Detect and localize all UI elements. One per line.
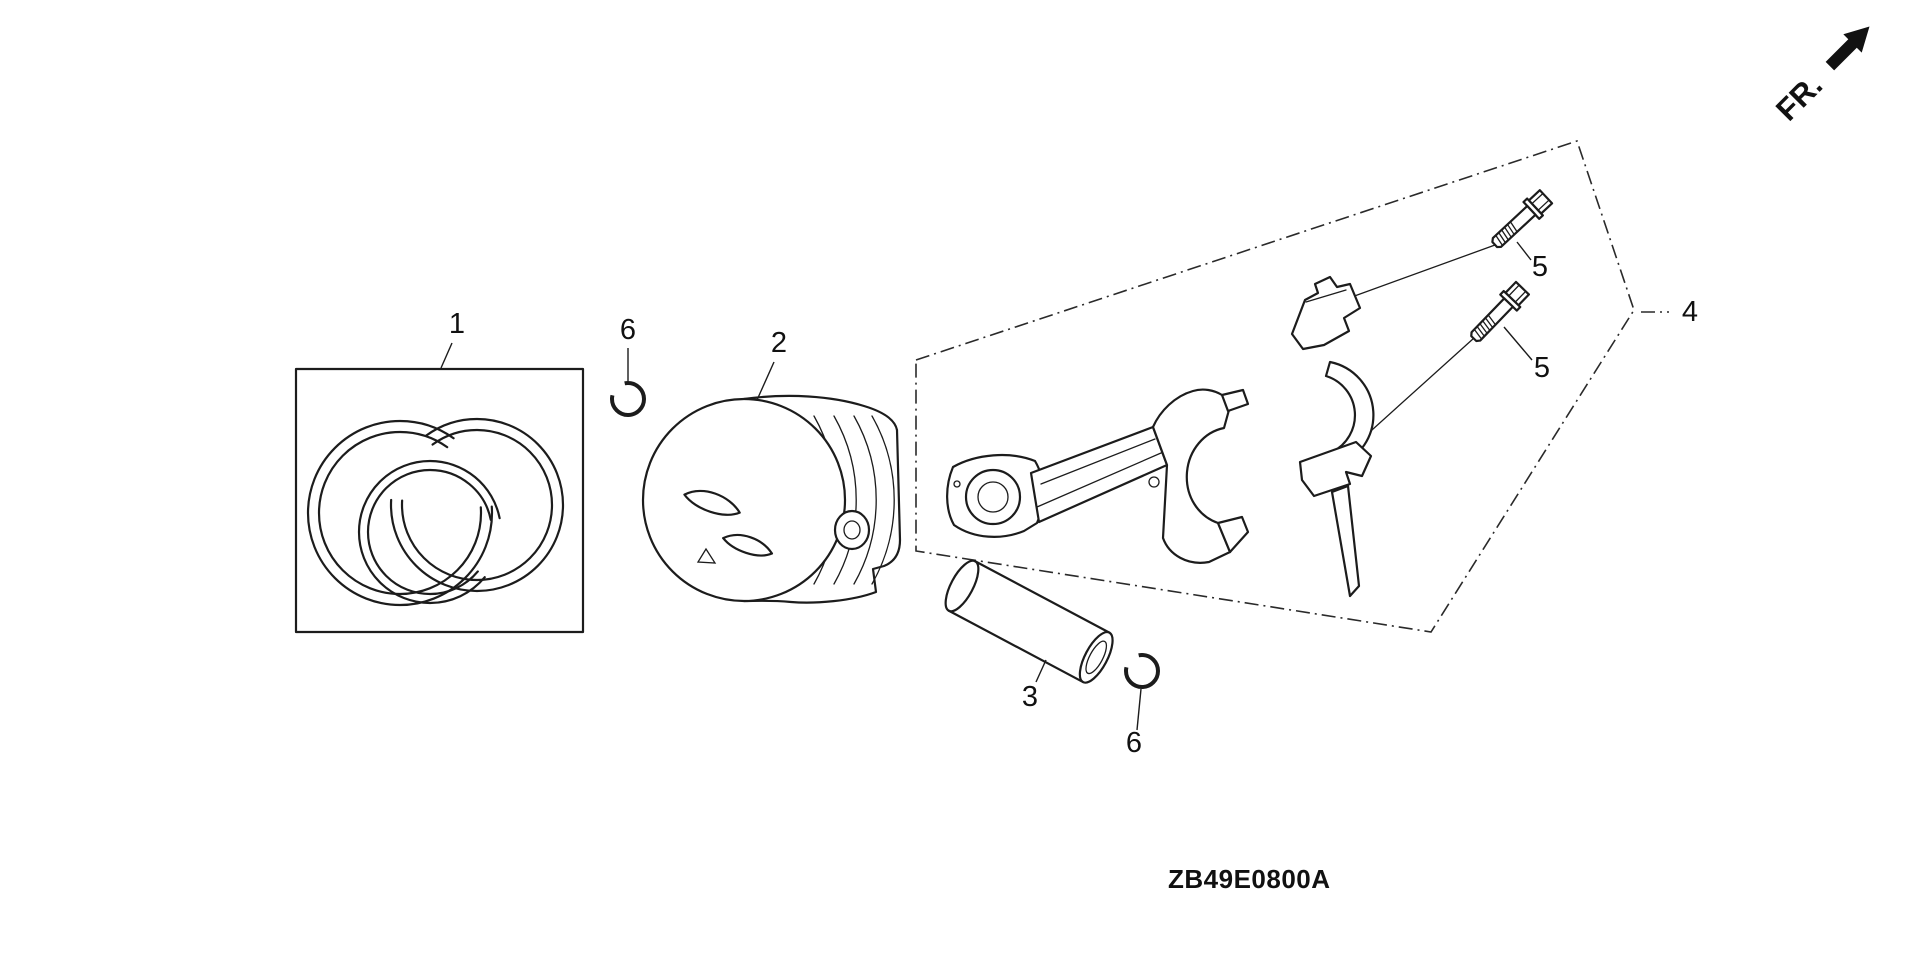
- ring-top-inner: [317, 430, 483, 596]
- fr-direction-marker: FR.: [1769, 26, 1870, 128]
- bolt-axis-lines: [1315, 244, 1496, 449]
- callout-5-lower: 5: [1503, 326, 1550, 384]
- rod-small-end-bushing: [977, 481, 1009, 513]
- rod-bolt-pad-upper: [1220, 388, 1250, 413]
- cap-boss-detail: [1305, 289, 1347, 303]
- ring-top-outer: [306, 419, 494, 607]
- piston-ring-set-group: [294, 367, 585, 634]
- callout-1-label: 1: [449, 308, 465, 340]
- callout-6-upper-label: 6: [620, 314, 636, 346]
- rod-small-end-bore: [964, 468, 1022, 526]
- callout-5-upper-label: 5: [1532, 251, 1548, 283]
- piston-pin-near-end: [1078, 631, 1114, 684]
- circlip-lower: [1124, 653, 1160, 689]
- valve-relief-left: [683, 489, 741, 516]
- piston-ring-groove: [871, 415, 895, 585]
- piston-pin-boss: [833, 509, 871, 551]
- callout-5-upper-leader: [1516, 241, 1532, 261]
- assembly-boundary: [915, 139, 1669, 633]
- cap-bolt-boss-lower: [1298, 440, 1373, 498]
- piston-group: [641, 394, 902, 604]
- callout-5-lower-label: 5: [1534, 352, 1550, 384]
- piston-pin-group: [944, 559, 1114, 684]
- rod-oil-hole: [953, 480, 961, 488]
- valve-relief-right: [722, 533, 774, 557]
- callout-3-label: 3: [1022, 681, 1038, 713]
- oil-dipper-blade: [1330, 484, 1361, 598]
- callout-1: 1: [440, 308, 465, 369]
- cap-bolt-boss-upper: [1290, 275, 1362, 351]
- piston-ring-groove: [853, 415, 877, 585]
- callout-2-label: 2: [771, 327, 787, 359]
- piston-pin-sides: [947, 560, 1111, 684]
- circlip-upper: [610, 381, 646, 417]
- circlip-upper-group: [610, 381, 646, 417]
- piston-pin-boss-hole: [843, 520, 861, 540]
- piston-pin-bore: [1085, 640, 1108, 675]
- callout-5-upper: 5: [1516, 241, 1548, 283]
- diagram-code: ZB49E0800A: [1168, 864, 1331, 894]
- callout-6-upper: 6: [620, 314, 636, 381]
- fr-arrow-icon: [1825, 26, 1870, 71]
- callout-1-leader: [440, 342, 453, 369]
- callout-4-label: 4: [1682, 296, 1698, 328]
- ring-oil-inner: [366, 468, 494, 596]
- callout-6-lower-label: 6: [1126, 727, 1142, 759]
- callout-6-lower: 6: [1126, 688, 1142, 759]
- rod-big-end: [1151, 388, 1234, 564]
- rod-cap-group: [1290, 275, 1375, 598]
- callout-2-leader: [756, 361, 775, 401]
- rod-bolt-pad-lower: [1216, 515, 1250, 554]
- piston-crown-face: [641, 397, 847, 603]
- callout-3: 3: [1022, 659, 1047, 713]
- rod-beam-hole: [1148, 476, 1160, 488]
- rod-beam-rib: [1036, 438, 1162, 508]
- callout-4: 4: [1682, 296, 1698, 328]
- ring-second-inner: [400, 428, 554, 582]
- fr-label: FR.: [1769, 68, 1829, 128]
- callout-3-leader: [1035, 659, 1047, 683]
- ring-second-outer: [389, 417, 565, 593]
- callout-2: 2: [756, 327, 787, 401]
- callout-5-lower-leader: [1503, 326, 1533, 361]
- rod-bolt-upper: [1485, 187, 1555, 255]
- piston-arrow-mark: [696, 547, 717, 564]
- rod-bolt-lower: [1464, 279, 1532, 348]
- connecting-rod-group: [946, 388, 1250, 564]
- ring-set-box: [294, 367, 585, 634]
- ring-oil-outer: [357, 459, 503, 605]
- assembly-boundary-outline: [915, 139, 1635, 633]
- piston-pin-body-fill: [948, 561, 1110, 683]
- rod-beam: [1029, 425, 1169, 524]
- piston-ring-groove: [833, 415, 857, 585]
- callout-6-lower-leader: [1136, 688, 1142, 731]
- circlip-lower-group: [1124, 653, 1160, 689]
